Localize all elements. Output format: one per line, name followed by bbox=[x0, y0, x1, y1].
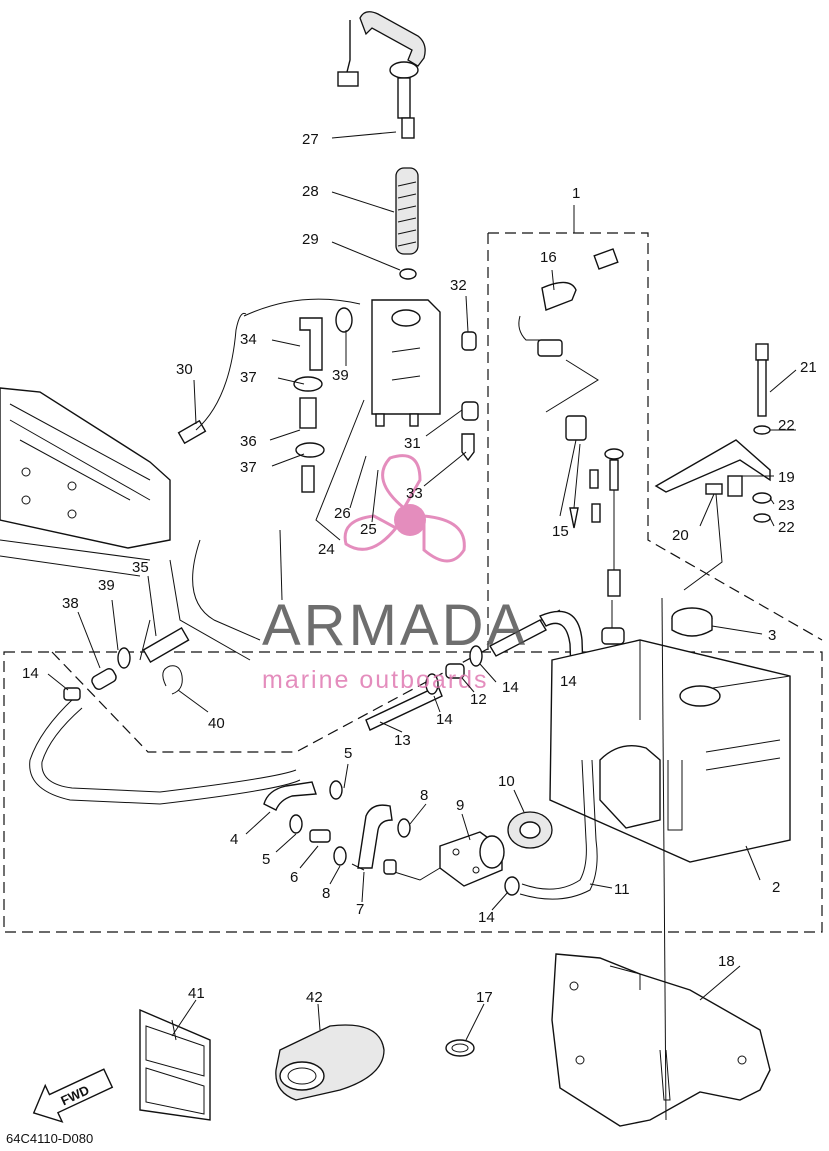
callout-22b: 22 bbox=[778, 519, 795, 536]
callout-27: 27 bbox=[302, 131, 319, 148]
callout-3: 3 bbox=[768, 627, 776, 644]
part-hose-13 bbox=[365, 610, 585, 731]
callout-25: 25 bbox=[360, 521, 377, 538]
callout-4: 4 bbox=[230, 831, 238, 848]
callout-2: 2 bbox=[772, 879, 780, 896]
part-hose-11 bbox=[519, 759, 598, 900]
part-clip-14-lower bbox=[504, 876, 520, 896]
callout-11: 11 bbox=[614, 881, 630, 898]
callout-28: 28 bbox=[302, 183, 319, 200]
callout-14b: 14 bbox=[436, 711, 453, 728]
part-hose-35 bbox=[91, 626, 190, 695]
part-bracket-bolt bbox=[654, 343, 772, 523]
callout-35: 35 bbox=[132, 559, 149, 576]
part-bracket-plate bbox=[551, 953, 771, 1127]
part-label-41 bbox=[139, 1008, 211, 1121]
callout-1: 1 bbox=[572, 185, 580, 202]
part-o-ring bbox=[399, 268, 417, 280]
callout-18: 18 bbox=[718, 953, 735, 970]
watermark-logo: ARMADA marine outboards bbox=[262, 454, 528, 694]
diagram-code: 64C4110-D080 bbox=[6, 1131, 93, 1146]
part-hose-upper bbox=[243, 298, 361, 493]
part-fittings-right bbox=[461, 331, 479, 462]
part-filter bbox=[395, 167, 419, 255]
part-fuel-tank bbox=[549, 600, 791, 863]
callout-14d: 14 bbox=[478, 909, 495, 926]
callout-20: 20 bbox=[672, 527, 689, 544]
callout-14e: 14 bbox=[560, 673, 577, 690]
part-engine-mount bbox=[139, 529, 283, 661]
part-fuel-hose-loop bbox=[29, 697, 301, 805]
callout-36: 36 bbox=[240, 433, 257, 450]
callout-5a: 5 bbox=[344, 745, 352, 762]
callout-22a: 22 bbox=[778, 417, 795, 434]
fwd-arrow-icon: FWD bbox=[32, 1068, 114, 1123]
callout-6: 6 bbox=[290, 869, 298, 886]
callout-5b: 5 bbox=[262, 851, 270, 868]
callout-14c: 14 bbox=[502, 679, 519, 696]
callout-7: 7 bbox=[356, 901, 364, 918]
part-strainer-housing bbox=[371, 299, 441, 427]
callout-41: 41 bbox=[188, 985, 205, 1002]
callout-24: 24 bbox=[318, 541, 335, 558]
propeller-icon bbox=[343, 454, 466, 563]
part-fuel-hose-loop-inner bbox=[41, 707, 297, 793]
part-hoses-lower bbox=[263, 780, 411, 871]
tank-strap-line bbox=[661, 597, 667, 1121]
part-clip-left bbox=[63, 687, 81, 701]
callout-12: 12 bbox=[470, 691, 487, 708]
callout-39b: 39 bbox=[98, 577, 115, 594]
callout-8a: 8 bbox=[420, 787, 428, 804]
callout-13: 13 bbox=[394, 732, 411, 749]
callout-42: 42 bbox=[306, 989, 323, 1006]
part-fuel-cap bbox=[671, 607, 713, 637]
callout-21: 21 bbox=[800, 359, 817, 376]
callout-32: 32 bbox=[450, 277, 467, 294]
callout-38: 38 bbox=[62, 595, 79, 612]
group-boundary-fuel-meter bbox=[488, 232, 823, 641]
callout-15: 15 bbox=[552, 523, 569, 540]
watermark-tagline: marine outboards bbox=[262, 666, 489, 694]
part-fuel-pump bbox=[383, 831, 505, 887]
group-boundary-fuel-system bbox=[3, 651, 823, 933]
callout-37b: 37 bbox=[240, 459, 257, 476]
callout-14a: 14 bbox=[22, 665, 39, 682]
part-sleeve-42 bbox=[275, 1024, 385, 1101]
callout-37a: 37 bbox=[240, 369, 257, 386]
callout-30: 30 bbox=[176, 361, 193, 378]
leader-lines bbox=[47, 131, 797, 1041]
part-clip-17 bbox=[445, 1039, 475, 1057]
callout-23: 23 bbox=[778, 497, 795, 514]
callout-19: 19 bbox=[778, 469, 795, 486]
group-boundary-hose-bracket bbox=[51, 609, 561, 753]
callout-26: 26 bbox=[334, 505, 351, 522]
callout-33: 33 bbox=[406, 485, 423, 502]
callout-8b: 8 bbox=[322, 885, 330, 902]
part-pump-cap bbox=[507, 811, 553, 849]
part-fuel-meter-assy bbox=[518, 248, 624, 597]
part-sender-harness bbox=[337, 11, 426, 139]
callout-numbers: 1 2 3 4 5 5 6 7 8 8 9 10 11 12 13 14 14 … bbox=[22, 131, 817, 1006]
callout-9: 9 bbox=[456, 797, 464, 814]
callout-17: 17 bbox=[476, 989, 493, 1006]
callout-29: 29 bbox=[302, 231, 319, 248]
callout-40: 40 bbox=[208, 715, 225, 732]
callout-10: 10 bbox=[498, 773, 515, 790]
part-cowling-left bbox=[0, 312, 247, 577]
callout-39a: 39 bbox=[332, 367, 349, 384]
callout-34: 34 bbox=[240, 331, 257, 348]
watermark-brand: ARMADA bbox=[262, 593, 528, 658]
callout-16: 16 bbox=[540, 249, 557, 266]
callout-31: 31 bbox=[404, 435, 421, 452]
